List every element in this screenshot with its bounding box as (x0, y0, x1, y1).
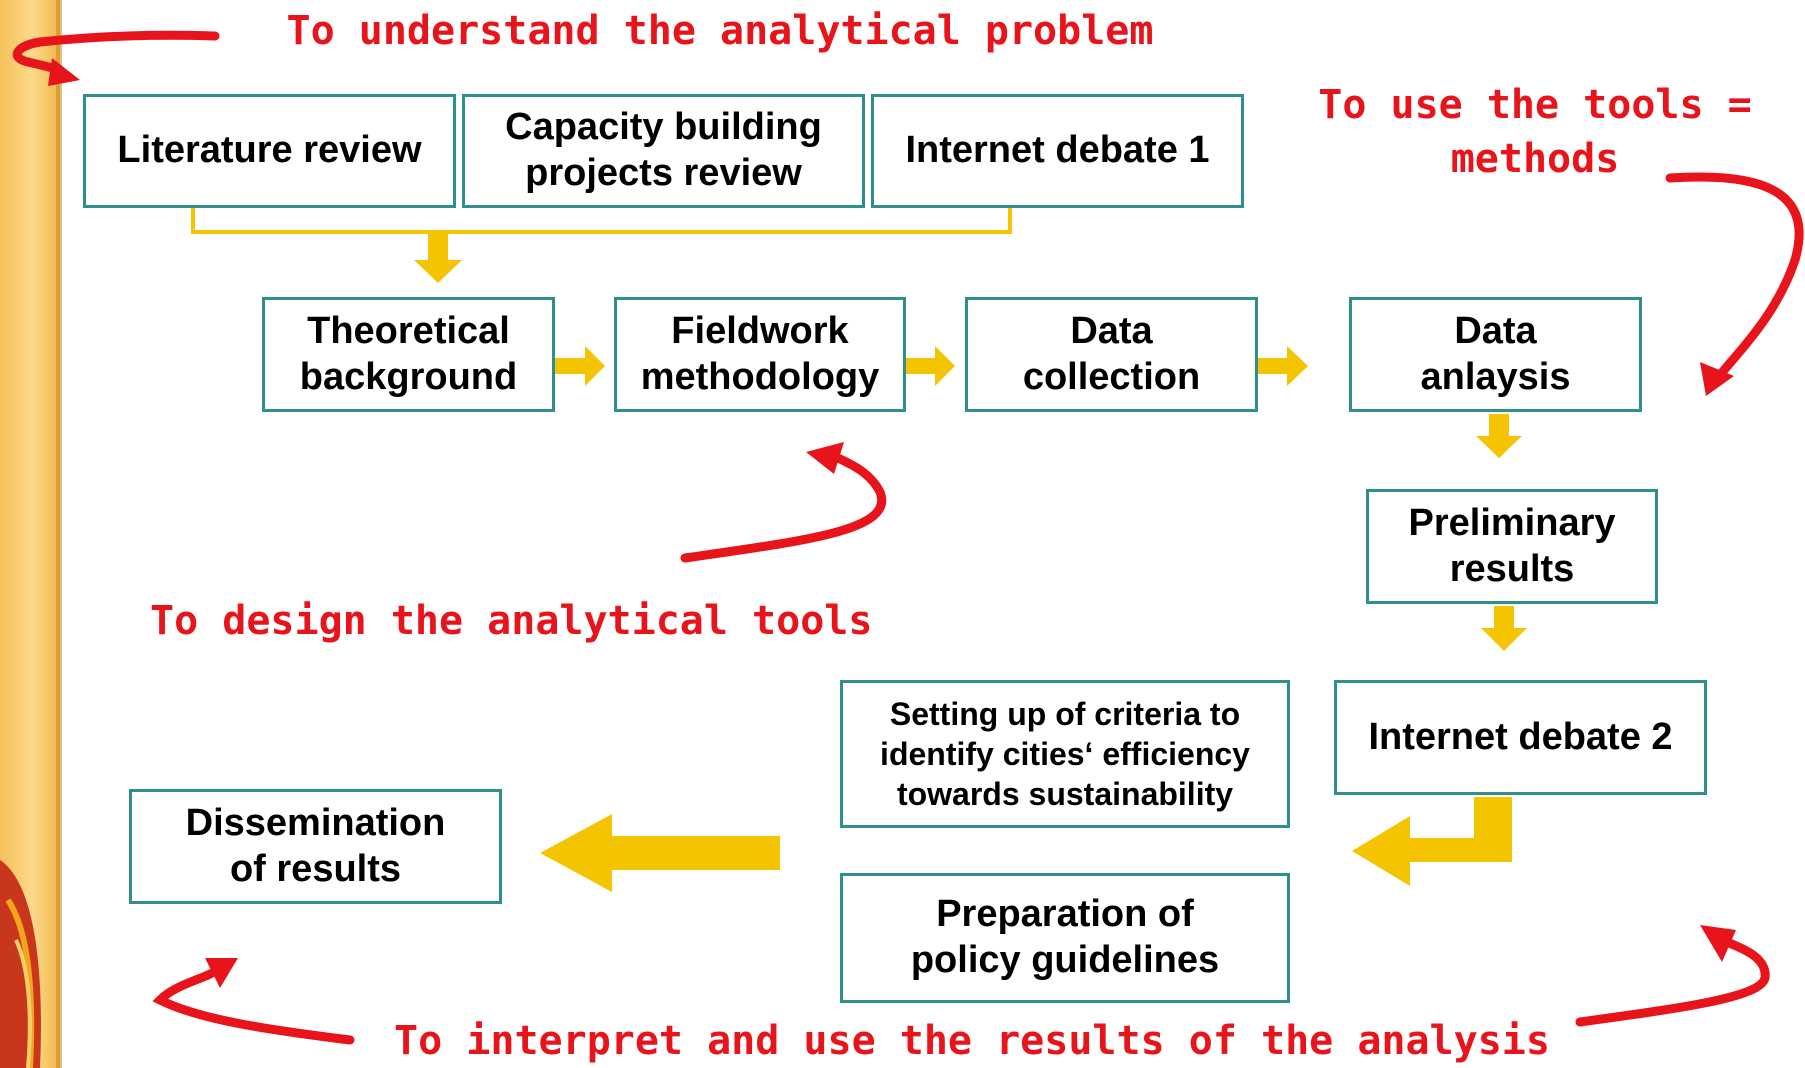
internet-debate-2-box: Internet debate 2 (1334, 680, 1707, 795)
annotation-use-tools: To use the tools = methods (1318, 82, 1752, 182)
fieldwork-methodology-box: Fieldwork methodology (614, 297, 906, 412)
arrow-analysis-to-preliminary (1476, 414, 1522, 458)
data-analysis-box: Data anlaysis (1349, 297, 1642, 412)
arrow-preliminary-to-debate-2 (1481, 606, 1527, 651)
arrow-down-to-theoretical (414, 233, 462, 283)
theoretical-background-box: Theoretical background (262, 297, 555, 412)
annotation-design-tools: To design the analytical tools (150, 598, 873, 644)
data-analysis-label: Data anlaysis (1420, 309, 1571, 398)
top-row-bracket (191, 205, 1012, 234)
internet-debate-2-label: Internet debate 2 (1368, 715, 1673, 758)
criteria-setup-box: Setting up of criteria to identify citie… (840, 680, 1290, 828)
arrow-to-dissemination (540, 814, 780, 892)
criteria-setup-label: Setting up of criteria to identify citie… (880, 696, 1250, 812)
policy-guidelines-label: Preparation of policy guidelines (910, 893, 1220, 981)
fieldwork-methodology-label: Fieldwork methodology (640, 309, 880, 398)
sidebar-swirl-art (0, 860, 41, 1068)
capacity-building-label: Capacity building projects review (505, 106, 822, 194)
data-collection-box: Data collection (965, 297, 1258, 412)
sidebar-shadow (56, 0, 62, 1068)
theoretical-background-label: Theoretical background (299, 309, 518, 398)
arrow-debate-2-bent (1352, 797, 1512, 886)
internet-debate-1-box: Internet debate 1 (871, 94, 1244, 208)
policy-guidelines-box: Preparation of policy guidelines (840, 873, 1290, 1003)
dissemination-box: Dissemination of results (129, 789, 502, 904)
preliminary-results-box: Preliminary results (1366, 489, 1658, 604)
capacity-building-box: Capacity building projects review (462, 94, 865, 208)
annotation-interpret-results: To interpret and use the results of the … (394, 1018, 1550, 1064)
dissemination-label: Dissemination of results (185, 801, 446, 890)
literature-review-label: Literature review (117, 129, 422, 172)
internet-debate-1-label: Internet debate 1 (905, 129, 1210, 172)
preliminary-results-label: Preliminary results (1408, 501, 1616, 590)
arrow-data-collection-to-analysis (1256, 346, 1308, 386)
literature-review-box: Literature review (83, 94, 456, 208)
data-collection-label: Data collection (1022, 309, 1201, 398)
arrow-fieldwork-to-data-collection (906, 346, 955, 386)
annotation-understand-problem: To understand the analytical problem (286, 8, 1154, 54)
arrow-theoretical-to-fieldwork (555, 346, 605, 386)
